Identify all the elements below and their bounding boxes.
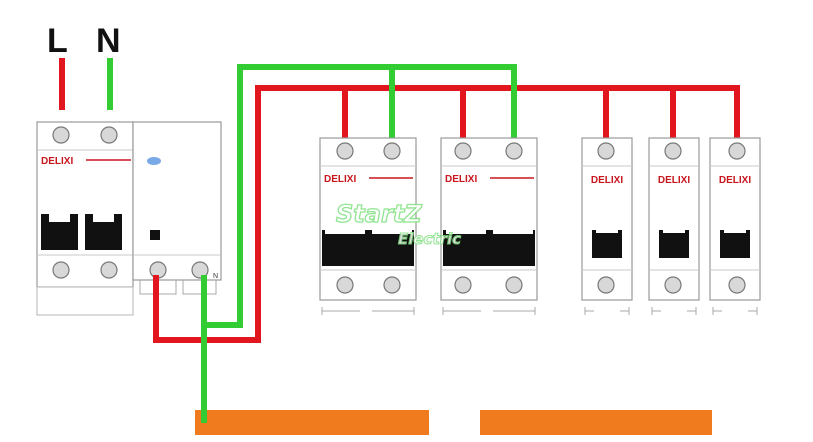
main-isolator-brand: DELIXI bbox=[41, 156, 73, 167]
rcd-n-terminal-label: N bbox=[213, 273, 218, 280]
earth-busbar bbox=[480, 410, 712, 435]
supply-neutral-label: N bbox=[96, 22, 121, 60]
mcb-3: DELIXI bbox=[709, 137, 761, 315]
mcb-2: DELIXI bbox=[648, 137, 700, 315]
mcb-1: DELIXI bbox=[581, 137, 633, 315]
watermark-startz: StartZ bbox=[336, 200, 422, 228]
mcb-3-toggle bbox=[720, 230, 750, 258]
rcbo-2-brand: DELIXI bbox=[445, 174, 477, 185]
neutral-wiring bbox=[201, 64, 517, 423]
rcbo-1-brand: DELIXI bbox=[324, 174, 356, 185]
main-isolator: DELIXI bbox=[36, 121, 134, 316]
rcd-indicator-light bbox=[147, 157, 161, 165]
rcbo-2: DELIXI bbox=[440, 137, 538, 315]
rcbo-1-toggle bbox=[322, 230, 414, 266]
rcd-test-button bbox=[150, 230, 160, 240]
watermark: StartZ Electric bbox=[335, 199, 461, 248]
mcb-2-brand: DELIXI bbox=[658, 175, 690, 186]
neutral-busbar bbox=[195, 410, 429, 435]
rcbo-2-toggle bbox=[443, 230, 535, 266]
mcb-3-brand: DELIXI bbox=[719, 175, 751, 186]
mcb-2-toggle bbox=[659, 230, 689, 258]
live-wiring bbox=[153, 85, 740, 343]
watermark-electric: Electric bbox=[398, 230, 461, 248]
rcd-module: N bbox=[132, 121, 222, 295]
mcb-1-brand: DELIXI bbox=[591, 175, 623, 186]
rcbo-1: DELIXI bbox=[319, 137, 417, 315]
supply-line-label: L bbox=[47, 22, 68, 60]
mcb-1-toggle bbox=[592, 230, 622, 258]
